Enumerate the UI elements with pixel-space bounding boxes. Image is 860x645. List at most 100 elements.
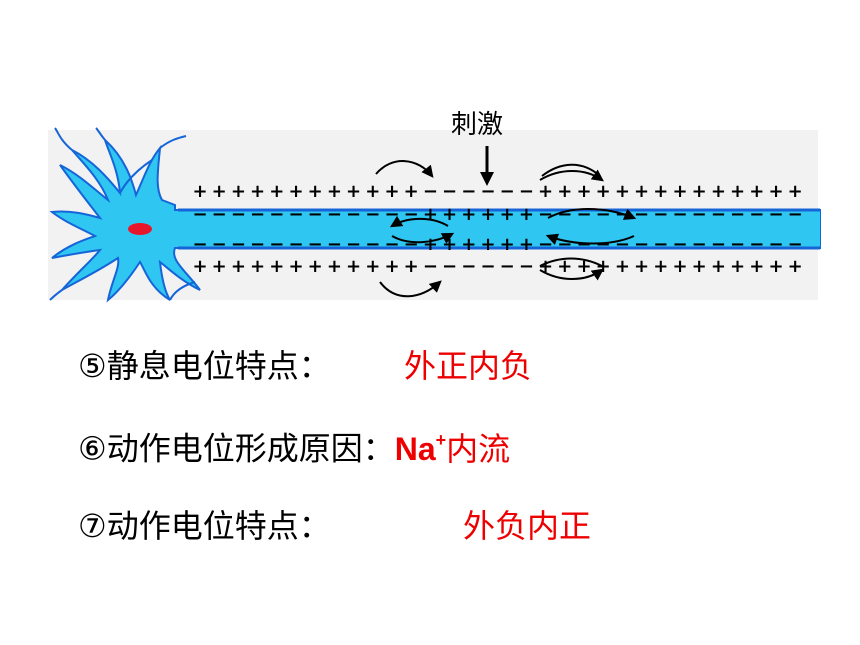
bottom-inner-sign: − [250,234,265,255]
current-arrow [379,280,442,298]
top-inner-sign: − [538,204,553,225]
answer-charge: + [435,430,447,450]
top-inner-sign: − [384,204,399,225]
current-arrow [547,208,637,220]
bottom-outer-sign: + [250,256,265,277]
bottom-inner-sign: − [596,234,611,255]
bottom-inner-sign: − [365,234,380,255]
top-inner-sign: − [365,204,380,225]
top-outer-sign: + [308,181,323,202]
top-outer-sign: − [461,181,476,202]
bottom-outer-sign: − [480,256,495,277]
current-arrow [539,268,604,281]
top-inner-sign: − [192,204,207,225]
top-inner-sign: + [423,204,438,225]
bottom-outer-sign: + [788,256,803,277]
top-outer-sign: + [288,181,303,202]
top-outer-sign: + [346,181,361,202]
top-outer-sign: + [231,181,246,202]
top-outer-sign: + [692,181,707,202]
bottom-inner-sign: − [212,234,227,255]
current-arrow [391,232,455,244]
bottom-outer-sign: + [557,256,572,277]
top-inner-sign: + [442,204,457,225]
bottom-outer-sign: + [692,256,707,277]
top-inner-sign: − [250,204,265,225]
bottom-inner-sign: − [711,234,726,255]
bottom-outer-sign: + [346,256,361,277]
current-arrow [539,257,603,267]
top-inner-sign: − [404,204,419,225]
dendrites [49,127,196,301]
top-outer-sign: − [423,181,438,202]
top-inner-sign: + [519,204,534,225]
bottom-inner-sign: − [730,234,745,255]
bottom-inner-sign: − [557,234,572,255]
bottom-inner-sign: − [308,234,323,255]
bottom-inner-sign: + [423,234,438,255]
bottom-outer-sign: + [749,256,764,277]
bottom-outer-sign: + [308,256,323,277]
bottom-inner-sign: + [461,234,476,255]
bottom-outer-sign: − [442,256,457,277]
stimulus-arrow [480,146,494,186]
bottom-inner-sign: − [692,234,707,255]
bottom-outer-sign: + [672,256,687,277]
action-potential-feature-label: ⑦动作电位特点： [78,507,331,545]
bottom-outer-sign: + [615,256,630,277]
bottom-inner-sign: + [500,234,515,255]
top-inner-sign: − [212,204,227,225]
top-inner-sign: − [288,204,303,225]
bottom-inner-sign: + [519,234,534,255]
top-outer-sign: + [711,181,726,202]
bottom-inner-sign: − [384,234,399,255]
top-outer-sign: − [500,181,515,202]
bottom-outer-sign: − [423,256,438,277]
top-inner-sign: − [692,204,707,225]
bottom-outer-sign: + [653,256,668,277]
current-arrow [389,215,449,228]
answer-flow: 内流 [446,429,511,468]
current-arrow [545,233,635,245]
bottom-inner-sign: − [346,234,361,255]
top-outer-sign: + [250,181,265,202]
top-outer-sign: − [442,181,457,202]
top-inner-sign: − [711,204,726,225]
current-arrow [375,160,434,178]
top-inner-sign: − [788,204,803,225]
top-outer-sign: + [615,181,630,202]
answer-ion: Na [394,430,436,467]
top-outer-sign: + [768,181,783,202]
top-inner-sign: − [730,204,745,225]
bottom-outer-sign: − [461,256,476,277]
top-outer-sign: + [192,181,207,202]
current-arrows [375,160,637,298]
stimulus-label: 刺激 [451,110,504,140]
bottom-outer-sign: − [519,256,534,277]
bottom-inner-sign: − [576,234,591,255]
top-outer-sign: + [576,181,591,202]
bottom-outer-sign: + [596,256,611,277]
top-inner-sign: − [749,204,764,225]
bottom-outer-sign: + [404,256,419,277]
top-outer-sign: + [557,181,572,202]
action-potential-feature-line: ⑦动作电位特点： 外负内正 [78,506,591,546]
top-outer-sign: + [269,181,284,202]
current-arrow [539,169,604,182]
top-inner-sign: − [557,204,572,225]
top-outer-sign: + [404,181,419,202]
bottom-outer-sign: + [768,256,783,277]
resting-potential-answer: 外正内负 [404,347,533,385]
top-outer-sign: − [519,181,534,202]
top-inner-sign: + [480,204,495,225]
bottom-inner-sign: − [768,234,783,255]
bottom-inner-sign: − [327,234,342,255]
top-inner-sign: − [231,204,246,225]
charge-signs: ++++++++++++−−−−−−++++++++++++++−−−−−−−−… [192,181,802,277]
bottom-outer-sign: + [730,256,745,277]
action-potential-cause-label: ⑥动作电位形成原因： [78,429,395,468]
top-outer-sign: + [538,181,553,202]
top-inner-sign: − [269,204,284,225]
top-outer-sign: + [384,181,399,202]
bottom-inner-sign: + [480,234,495,255]
